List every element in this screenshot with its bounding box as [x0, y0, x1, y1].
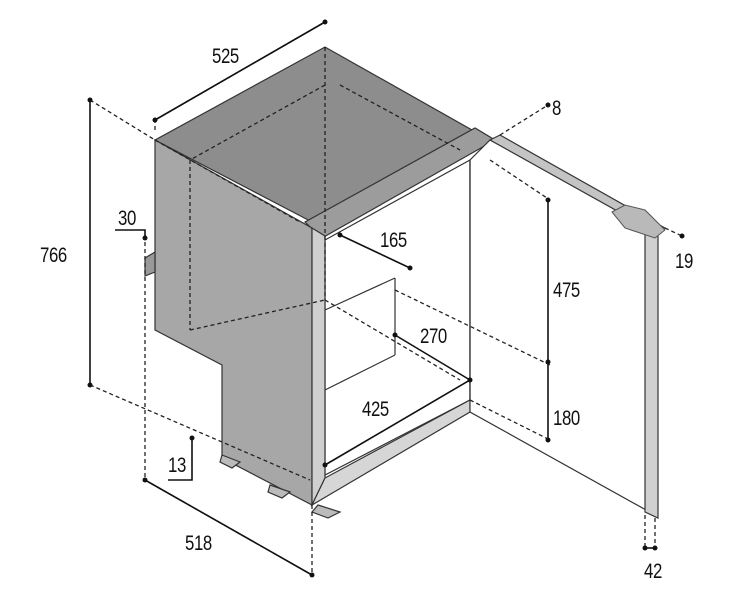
dim-door-thickness: 42 [644, 560, 662, 583]
dim-bottom-offset: 13 [168, 454, 186, 477]
shelf-line [324, 277, 396, 311]
foot [219, 454, 242, 469]
door-side-edge [644, 231, 659, 519]
dim-door-gap: 8 [552, 97, 561, 120]
dim-upper-height: 475 [553, 279, 580, 302]
foot [267, 484, 292, 499]
dim-shelf-depth: 165 [380, 229, 407, 252]
dim-door-handle: 19 [675, 250, 693, 273]
foot [310, 504, 342, 519]
dim-side-offset: 30 [118, 207, 136, 230]
door [469, 139, 656, 517]
dim-inner-depth: 270 [420, 325, 447, 348]
dim-inner-width: 425 [362, 398, 389, 421]
dim-top-depth: 525 [212, 45, 239, 68]
dim-total-height: 766 [40, 244, 67, 267]
door-handle-icon [611, 204, 666, 239]
dimension-lines [87, 19, 685, 578]
dim-lower-height: 180 [553, 407, 580, 430]
dim-bottom-depth: 518 [185, 532, 212, 555]
hinge [144, 250, 156, 277]
